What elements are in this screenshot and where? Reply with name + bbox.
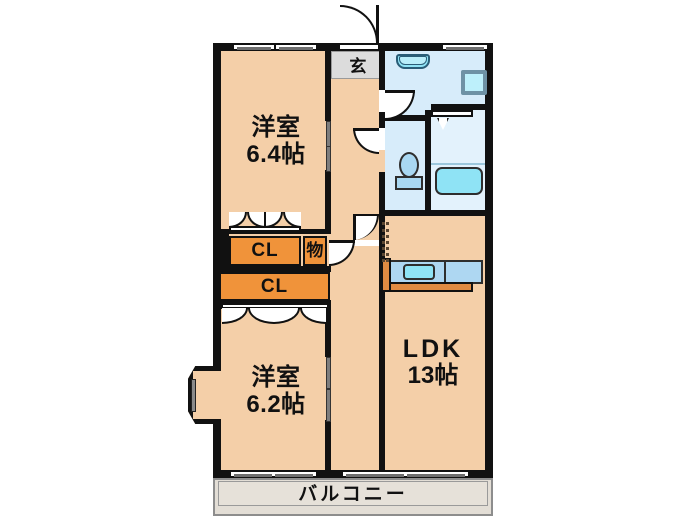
closet-upper-center-post	[264, 212, 266, 228]
wall-washitsu-bottom-ldk-lower	[325, 420, 331, 470]
storage-box	[303, 236, 327, 266]
hallway-floor-lower	[331, 243, 385, 470]
washroom-door-opening[interactable]	[379, 90, 385, 112]
window-balcony-washitsu[interactable]	[231, 470, 316, 478]
room-label-washitsu-top: 洋室 6.4帖	[221, 114, 331, 169]
wall-washitsu-top-hall-lower	[325, 170, 331, 229]
bathtub	[435, 167, 483, 195]
washbasin-rim	[399, 56, 427, 65]
exterior-wall-right	[485, 43, 493, 478]
window-washroom[interactable]	[443, 43, 487, 51]
wall-toilet-top	[385, 115, 431, 121]
closet-upper	[229, 236, 301, 266]
wall-closet-bottom	[221, 300, 331, 305]
room-label-washitsu-bottom-line1: 洋室	[251, 364, 301, 391]
wall-between-closets	[221, 266, 331, 272]
room-washitsu-bottom-floor	[221, 305, 331, 470]
ldk-hall-door-opening[interactable]	[353, 240, 379, 246]
wall-washroom-bath	[431, 104, 493, 110]
toilet-door-leaf	[353, 128, 379, 131]
toilet-bowl	[399, 152, 419, 178]
room-washitsu-top-floor	[221, 51, 331, 229]
washroom-door-leaf	[385, 90, 415, 93]
wall-toilet-bath	[425, 110, 431, 216]
wall-washitsu-top-hall	[325, 51, 331, 121]
wall-hall-wet-mid	[379, 112, 385, 128]
wall-hall-wet-upper	[379, 51, 385, 90]
room-label-ldk-line1: LDK	[402, 335, 464, 363]
genkan-tile	[331, 51, 385, 79]
kitchen-counter-divider	[444, 262, 446, 282]
wall-hall-wet-lower	[379, 172, 385, 216]
closet-lower	[219, 272, 330, 301]
room-label-ldk-line2: 13帖	[407, 362, 459, 389]
closet-lower-label: CL	[260, 276, 289, 297]
overhead-cabinet-dotted-line-2	[386, 222, 389, 262]
closet-upper-label: CL	[251, 240, 279, 261]
bath-shelf-line	[431, 163, 485, 165]
bay-window-glass	[191, 379, 196, 412]
washing-machine-drum	[464, 73, 484, 92]
room-label-washitsu-bottom-line2: 6.2帖	[246, 390, 306, 418]
exterior-wall-left	[213, 43, 221, 478]
storage-door-leaf	[329, 240, 355, 243]
bay-window-opening-cut	[216, 371, 223, 419]
bath-entry-ledge	[431, 110, 473, 117]
window-balcony-ldk[interactable]	[343, 470, 468, 478]
wall-wet-ldk-divider	[379, 210, 493, 216]
sliding-door-washitsu-bottom[interactable]	[325, 357, 331, 422]
storage-label: 物	[306, 241, 324, 260]
window-washitsu-top-a[interactable]	[234, 43, 274, 51]
kitchen-sink	[403, 264, 435, 280]
window-washitsu-top-b[interactable]	[276, 43, 316, 51]
wall-closet-left-stub	[221, 229, 229, 272]
entrance-door-leaf	[376, 5, 379, 43]
kitchen-base-front	[381, 282, 473, 292]
wall-hall-ldk	[379, 216, 385, 470]
room-label-washitsu-top-line2: 6.4帖	[246, 140, 306, 168]
overhead-cabinet-dotted-line	[382, 222, 385, 262]
wall-washitsu-bottom-ldk	[325, 305, 331, 357]
sliding-door-washitsu-top[interactable]	[325, 121, 331, 172]
room-ldk-floor	[385, 216, 485, 470]
genkan-label: 玄	[349, 57, 367, 76]
entrance-door-swing	[340, 5, 378, 43]
ldk-hall-door-leaf	[353, 214, 356, 240]
balcony-inner	[218, 481, 488, 506]
toilet-door-opening[interactable]	[379, 128, 385, 150]
kitchen-base-left	[381, 258, 391, 292]
room-label-ldk: LDK 13帖	[368, 335, 498, 390]
room-label-washitsu-bottom: 洋室 6.2帖	[221, 364, 331, 419]
room-label-washitsu-top-line1: 洋室	[251, 114, 301, 141]
balcony-label: バルコニー	[298, 484, 408, 505]
toilet-tank	[395, 176, 423, 190]
entrance-door-opening[interactable]	[340, 43, 378, 51]
